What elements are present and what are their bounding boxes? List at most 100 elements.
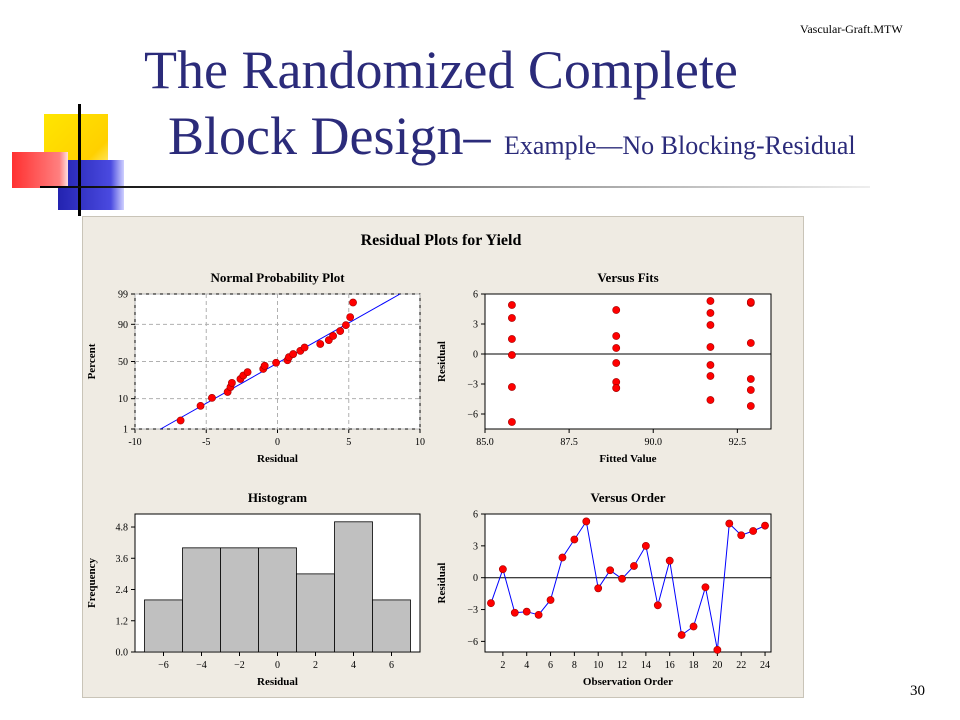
deco-horizontal-line bbox=[40, 186, 870, 188]
slide-title-line2: Block Design– Example—No Blocking-Residu… bbox=[168, 106, 856, 176]
order-point bbox=[630, 562, 638, 570]
y-tick-label: −6 bbox=[467, 637, 478, 648]
order-point bbox=[725, 519, 734, 528]
order-point bbox=[713, 645, 722, 654]
x-tick-label: -10 bbox=[128, 437, 141, 448]
y-tick-label: 99 bbox=[118, 290, 128, 301]
npp-point bbox=[341, 321, 350, 330]
y-tick-label: 0 bbox=[473, 350, 478, 361]
fits-point bbox=[508, 383, 516, 391]
y-tick-label: 50 bbox=[118, 357, 128, 368]
residual-plots-panel: Residual Plots for Yield Normal Probabil… bbox=[82, 216, 804, 698]
x-tick-label: 85.0 bbox=[476, 437, 494, 448]
order-point bbox=[570, 535, 579, 544]
x-tick-label: 6 bbox=[548, 660, 553, 671]
x-tick-label: 5 bbox=[346, 437, 351, 448]
npp-point bbox=[272, 358, 280, 367]
histogram-bar bbox=[372, 599, 411, 653]
histogram-bar bbox=[182, 547, 221, 653]
fits-point bbox=[612, 306, 621, 314]
npp-point bbox=[346, 313, 355, 322]
x-tick-label: 12 bbox=[617, 660, 627, 671]
order-point bbox=[749, 527, 758, 535]
x-tick-label: 14 bbox=[641, 660, 651, 671]
fits-point bbox=[508, 335, 516, 343]
fits-point bbox=[746, 298, 755, 306]
residual-plots-svg: Residual Plots for Yield Normal Probabil… bbox=[86, 232, 772, 688]
subplot-title: Histogram bbox=[248, 490, 307, 505]
npp-point bbox=[289, 350, 298, 358]
npp-point bbox=[227, 378, 236, 387]
y-axis-label: Frequency bbox=[86, 558, 98, 608]
x-tick-label: 87.5 bbox=[560, 437, 578, 448]
x-tick-label: 16 bbox=[665, 660, 675, 671]
title-dash: – bbox=[463, 106, 504, 166]
order-point bbox=[558, 553, 567, 562]
y-tick-label: 4.8 bbox=[116, 523, 129, 534]
fits-point bbox=[612, 359, 621, 367]
y-tick-label: 6 bbox=[473, 290, 478, 301]
x-tick-label: 90.0 bbox=[644, 437, 662, 448]
y-tick-label: 3 bbox=[473, 541, 478, 552]
x-tick-label: 18 bbox=[689, 660, 699, 671]
order-point bbox=[594, 584, 603, 593]
npp-point bbox=[336, 327, 345, 335]
order-point bbox=[665, 556, 674, 565]
deco-vertical-bar bbox=[78, 104, 81, 216]
page-number: 30 bbox=[910, 683, 925, 699]
x-tick-label: −6 bbox=[158, 660, 169, 671]
fits-point bbox=[508, 314, 516, 322]
x-tick-label: 10 bbox=[415, 437, 425, 448]
x-tick-label: 92.5 bbox=[729, 437, 747, 448]
y-tick-label: −3 bbox=[467, 605, 478, 616]
order-point bbox=[689, 622, 698, 631]
npp-point bbox=[316, 340, 325, 348]
npp-point bbox=[349, 298, 357, 307]
figure-title: Residual Plots for Yield bbox=[361, 232, 522, 249]
fits-point bbox=[746, 402, 755, 410]
y-tick-label: −6 bbox=[467, 410, 478, 421]
npp-point bbox=[208, 393, 216, 402]
order-point bbox=[737, 531, 746, 540]
y-tick-label: 3 bbox=[473, 320, 478, 331]
y-tick-label: 90 bbox=[118, 320, 128, 331]
y-tick-label: 3.6 bbox=[116, 554, 129, 565]
x-tick-label: 8 bbox=[572, 660, 577, 671]
x-tick-label: 22 bbox=[736, 660, 746, 671]
fits-point bbox=[706, 343, 715, 351]
subplot-title: Versus Order bbox=[591, 490, 666, 505]
slide-title-line1: The Randomized Complete bbox=[144, 40, 738, 100]
y-axis-label: Residual bbox=[436, 563, 448, 604]
order-point bbox=[534, 610, 543, 619]
order-point bbox=[498, 565, 507, 574]
fits-point bbox=[706, 309, 715, 317]
histogram-bar bbox=[334, 521, 373, 653]
x-tick-label: −2 bbox=[234, 660, 245, 671]
fits-point bbox=[612, 332, 621, 340]
x-tick-label: 2 bbox=[313, 660, 318, 671]
order-point bbox=[546, 596, 555, 604]
slide-subtitle: Example—No Blocking-Residual bbox=[503, 131, 856, 160]
fits-point bbox=[706, 372, 715, 380]
fits-point bbox=[508, 418, 516, 426]
x-tick-label: 24 bbox=[760, 660, 770, 671]
x-axis-label: Observation Order bbox=[583, 676, 673, 688]
y-tick-label: 1 bbox=[123, 425, 128, 436]
y-axis-label: Percent bbox=[86, 343, 98, 379]
deco-red-square bbox=[12, 152, 68, 188]
npp-point bbox=[300, 343, 309, 352]
y-tick-label: 0.0 bbox=[116, 648, 129, 659]
order-point bbox=[761, 521, 769, 530]
x-axis-label: Fitted Value bbox=[599, 453, 656, 465]
fits-point bbox=[508, 301, 516, 309]
order-point bbox=[510, 608, 519, 617]
npp-point bbox=[260, 361, 269, 370]
order-point bbox=[582, 517, 591, 526]
order-point bbox=[653, 601, 662, 610]
x-tick-label: 0 bbox=[275, 660, 280, 671]
x-tick-label: 6 bbox=[389, 660, 394, 671]
x-tick-label: −4 bbox=[196, 660, 207, 671]
x-tick-label: 2 bbox=[500, 660, 505, 671]
